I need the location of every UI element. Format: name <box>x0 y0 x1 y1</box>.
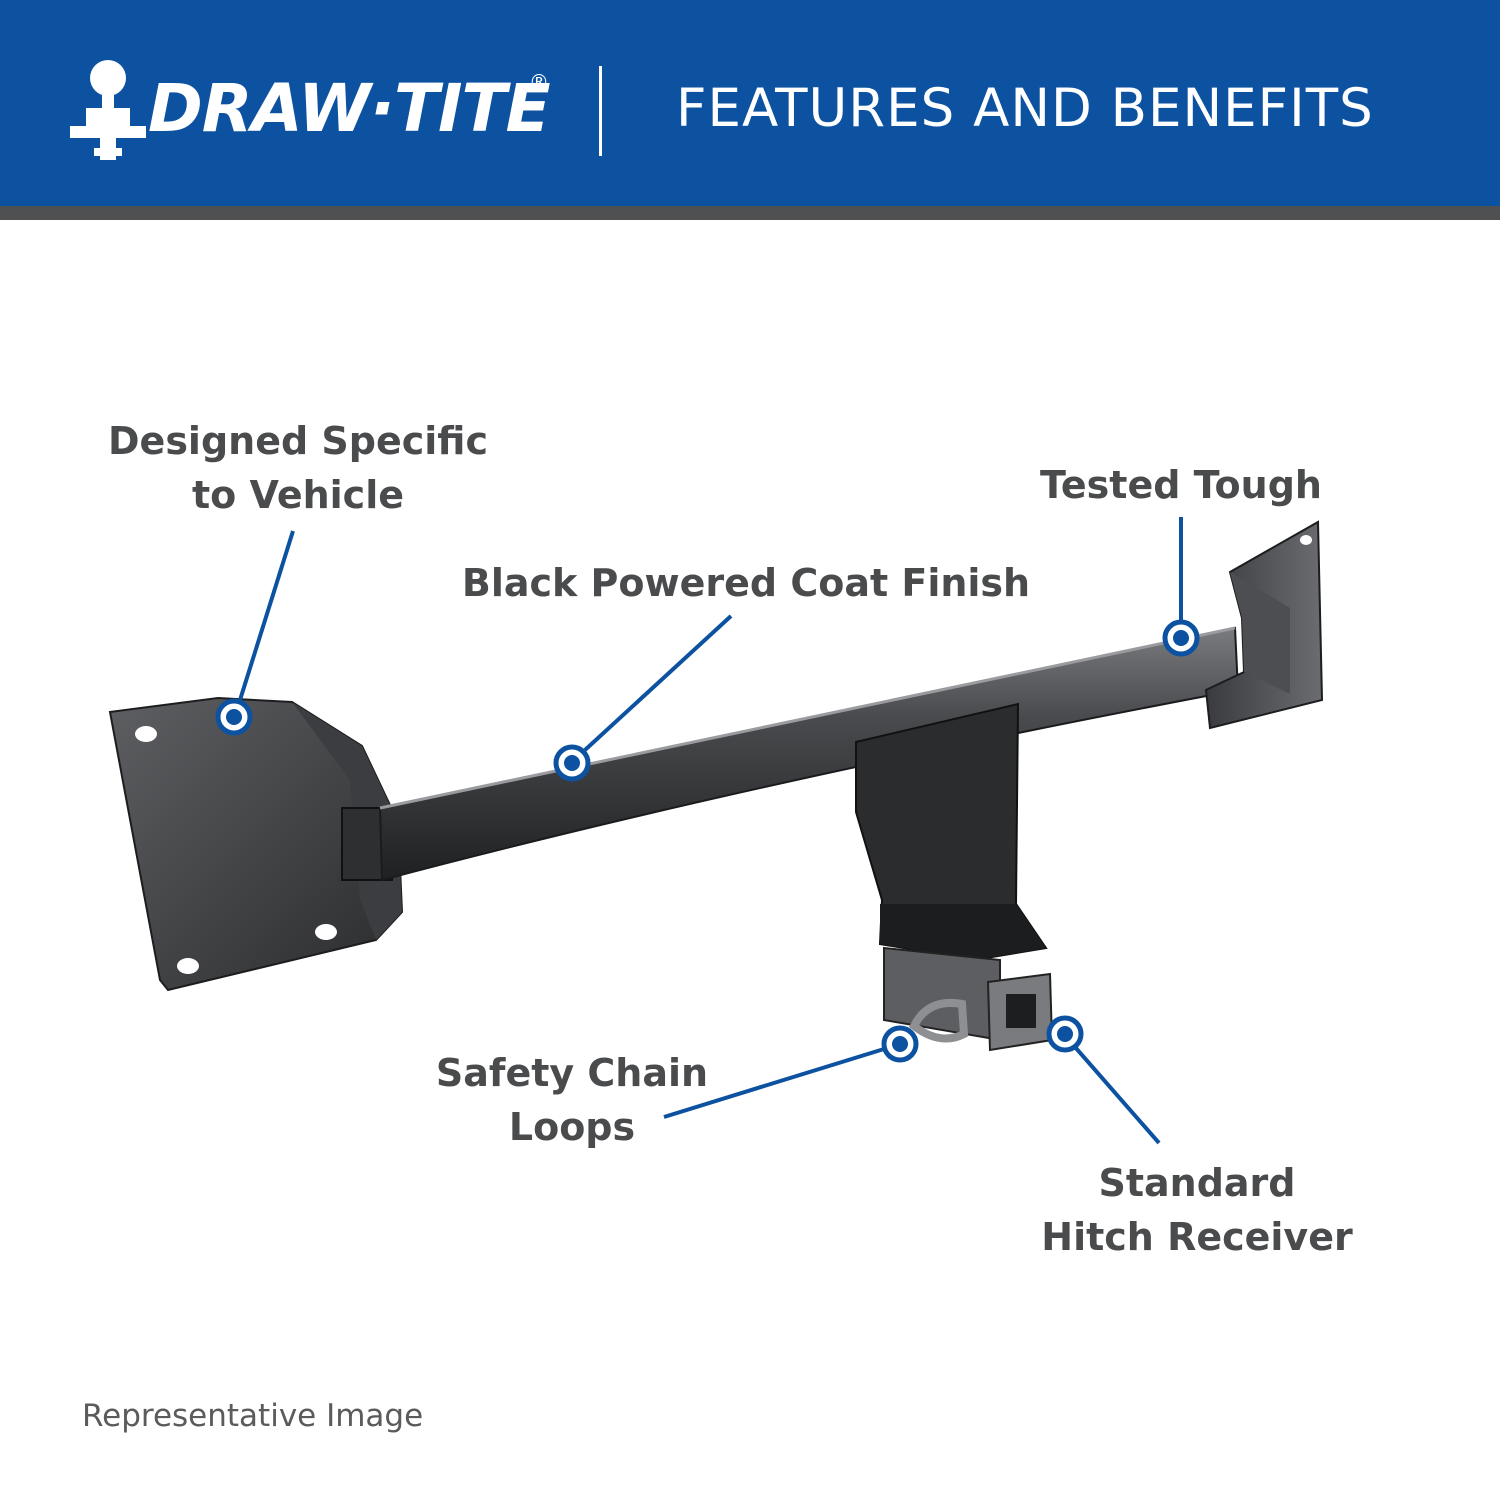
callout-dot-icon <box>553 744 591 782</box>
header-rule <box>0 206 1500 220</box>
footer-note: Representative Image <box>82 1398 424 1434</box>
callout-dot-icon <box>1046 1015 1084 1053</box>
callout-hitch-receiver: Standard Hitch Receiver <box>1030 1156 1364 1264</box>
registered-mark: ® <box>529 70 549 94</box>
header-banner <box>0 0 1500 206</box>
callout-coat-finish: Black Powered Coat Finish <box>460 556 1032 610</box>
callout-line: Designed Specific <box>108 419 488 463</box>
brand-wordmark: DRAW·TITE <box>148 70 551 147</box>
callout-designed-specific: Designed Specific to Vehicle <box>90 414 506 522</box>
callout-leaders <box>238 517 1183 1145</box>
callout-dot-icon <box>881 1025 919 1063</box>
right-mounting-bracket <box>1204 520 1324 730</box>
callout-line: Hitch Receiver <box>1041 1215 1353 1259</box>
callout-line: Black Powered Coat Finish <box>461 561 1031 605</box>
callout-line: Tested Tough <box>1040 463 1322 507</box>
callout-line: Loops <box>508 1105 636 1149</box>
header-divider <box>599 66 602 156</box>
callout-markers <box>215 619 1200 1063</box>
cross-bar <box>378 626 1240 882</box>
receiver-shank <box>855 702 1054 1052</box>
tow-ball-logo-icon <box>70 60 146 160</box>
callout-line: Safety Chain <box>435 1051 709 1095</box>
callout-dot-icon <box>215 698 253 736</box>
callout-tested-tough: Tested Tough <box>1030 458 1332 512</box>
callout-dot-icon <box>1162 619 1200 657</box>
left-mounting-bracket <box>108 696 404 992</box>
callout-safety-chain: Safety Chain Loops <box>426 1046 718 1154</box>
page-title: FEATURES AND BENEFITS <box>676 78 1374 139</box>
callout-line: Standard <box>1098 1161 1296 1205</box>
callout-line: to Vehicle <box>191 473 404 517</box>
